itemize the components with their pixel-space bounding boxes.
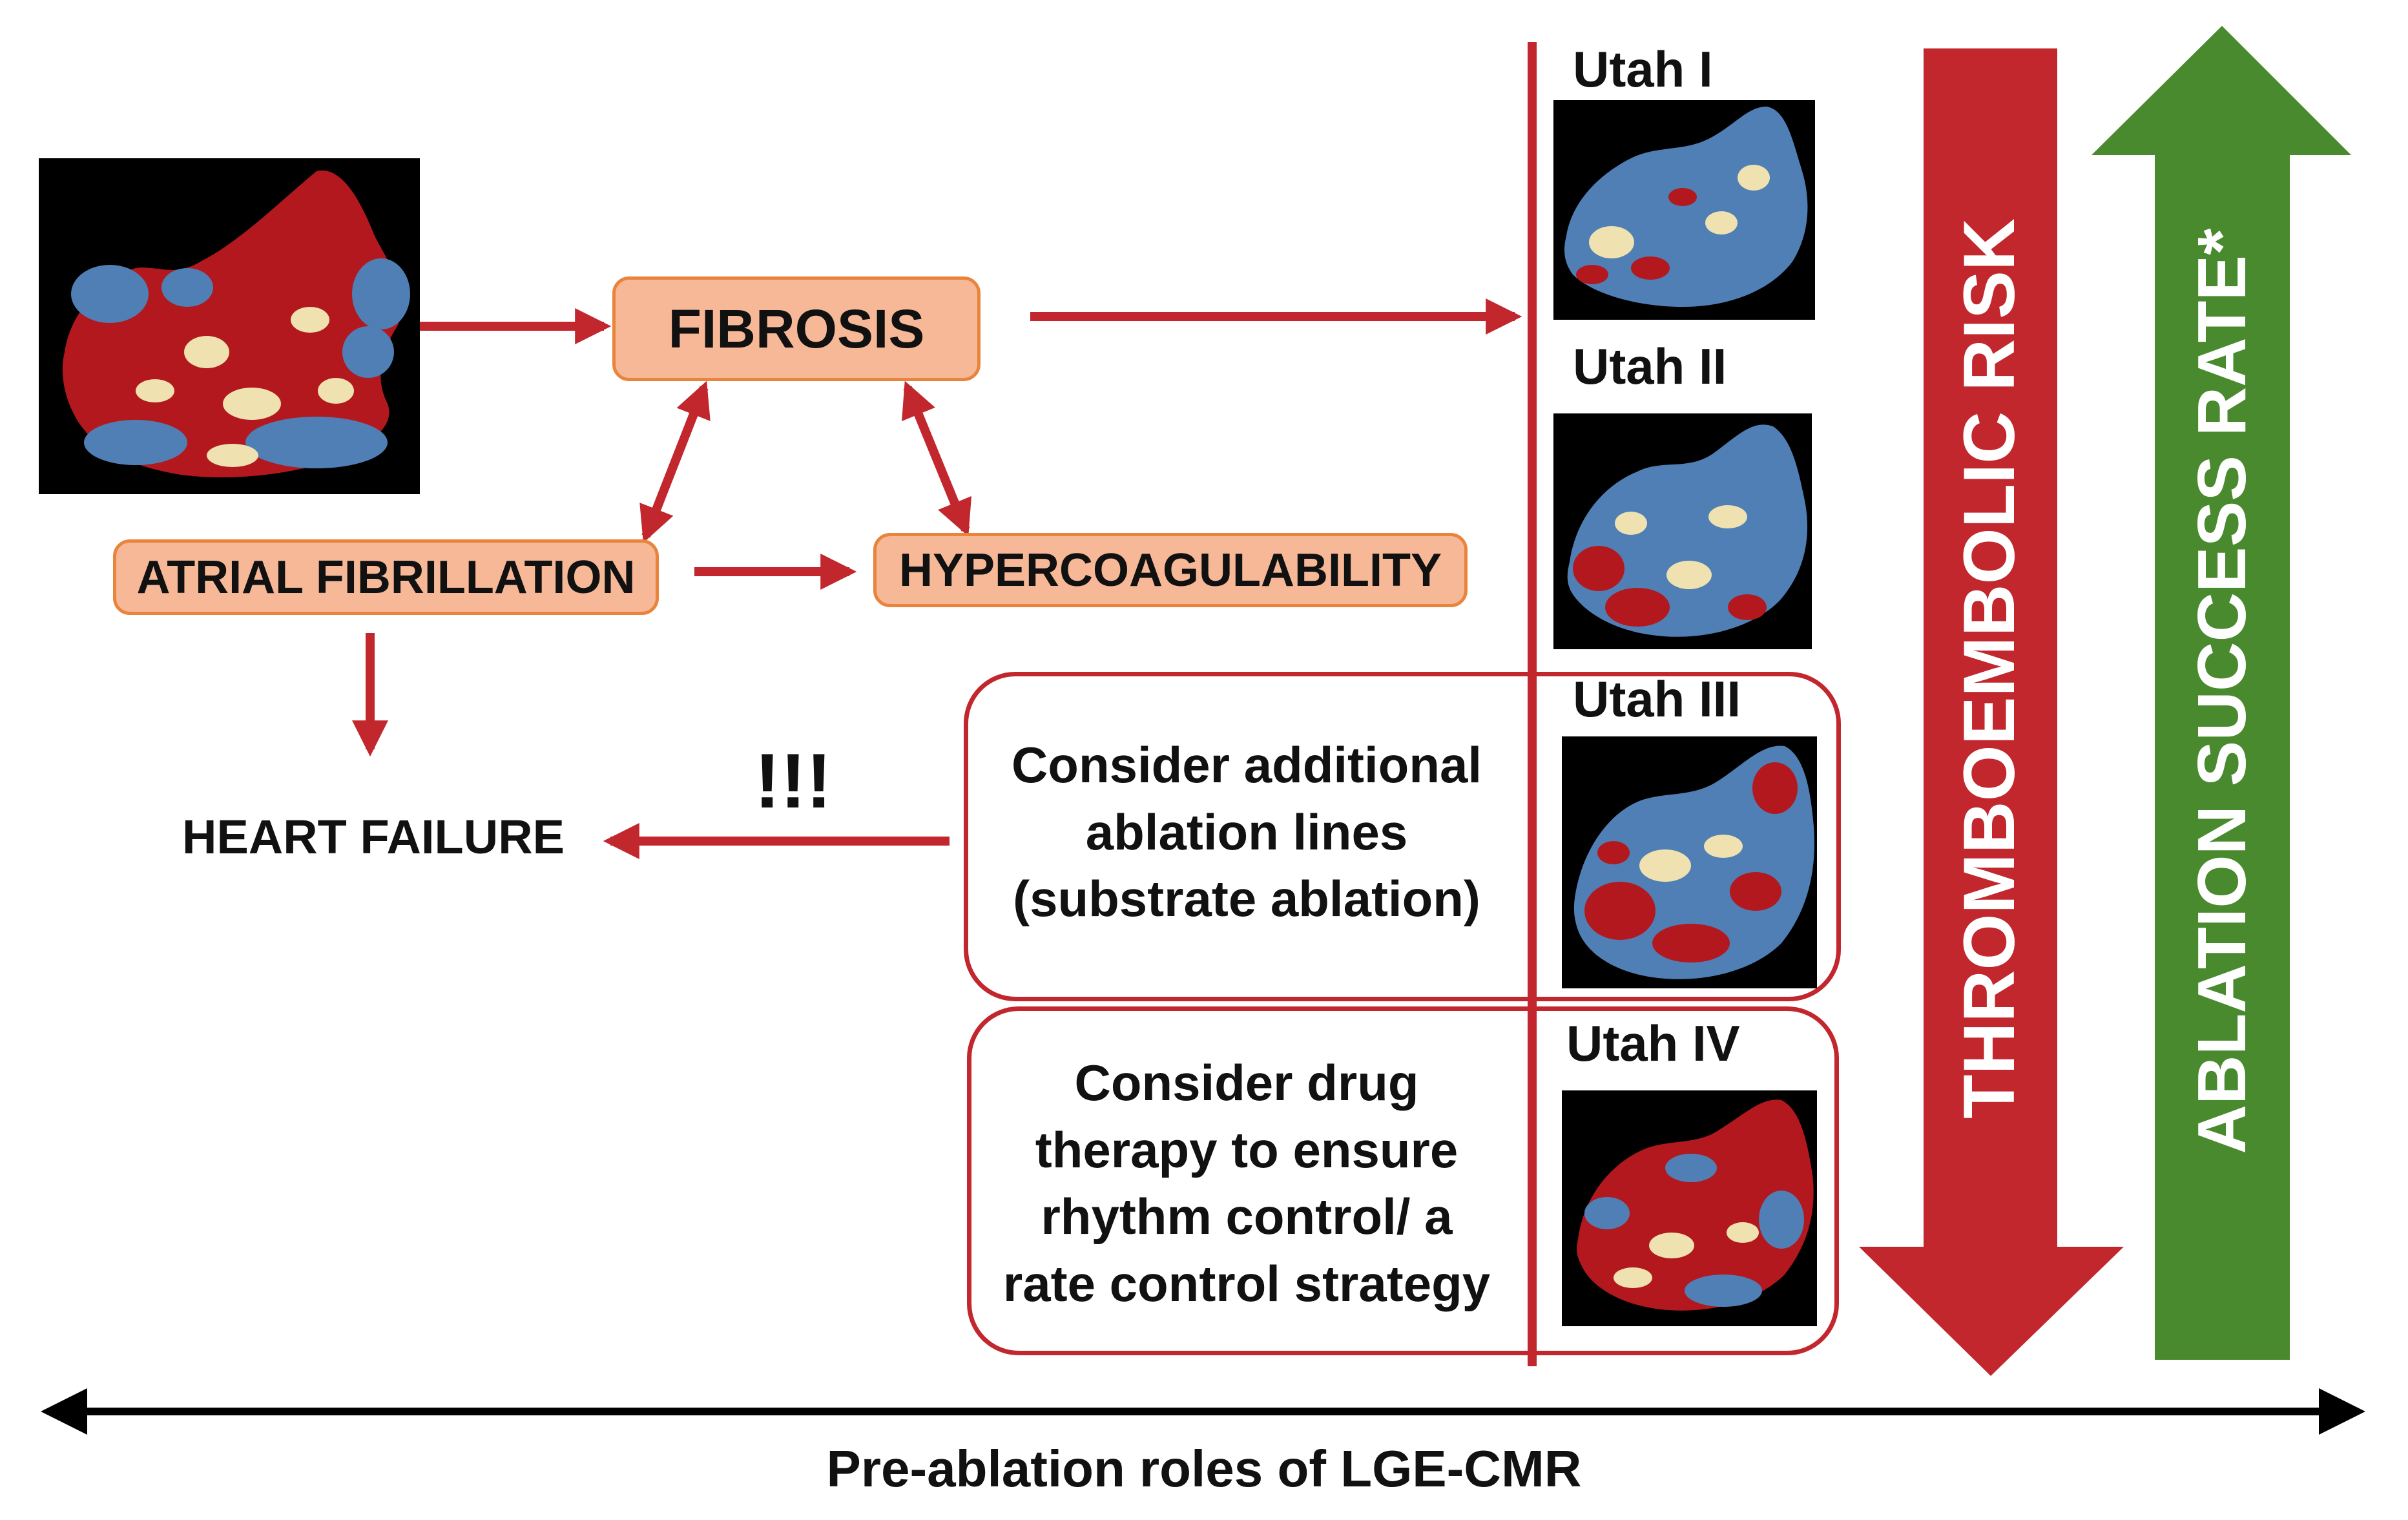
utah1-atrium-image <box>1553 100 1815 320</box>
atrial-fibrillation-label: ATRIAL FIBRILLATION <box>136 551 636 603</box>
utah4-recommendation-text: Consider drug therapy to ensure rhythm c… <box>975 1050 1518 1318</box>
fibrosis-label: FIBROSIS <box>668 298 925 359</box>
utah3-line-3: (substrate ablation) <box>1013 870 1480 928</box>
utah4-label: Utah IV <box>1566 1015 1740 1072</box>
left-atrium-fibrosis-image <box>39 158 420 494</box>
utah4-atrium-image <box>1562 1090 1817 1326</box>
fibrosis-box: FIBROSIS <box>612 276 981 381</box>
flow-arrows <box>352 298 1522 859</box>
ablation-success-arrow <box>2091 26 2351 1360</box>
arrow-fibrosis-hypercoag <box>902 380 971 537</box>
utah4-line-3: rhythm control/ a <box>1041 1188 1453 1245</box>
utah3-atrium-image <box>1562 736 1817 988</box>
utah1-label: Utah I <box>1573 41 1713 98</box>
atrial-fibrillation-box: ATRIAL FIBRILLATION <box>113 539 659 615</box>
utah2-atrium-image <box>1553 413 1812 649</box>
utah4-recommendation-frame <box>967 1006 1839 1355</box>
utah3-recommendation-frame <box>964 672 1841 1001</box>
thromboembolic-risk-arrow <box>1859 48 2124 1376</box>
arrow-af-fibrosis <box>639 380 711 543</box>
utah2-label: Utah II <box>1573 338 1727 395</box>
utah4-line-2: therapy to ensure <box>1035 1121 1458 1178</box>
utah3-line-2: ablation lines <box>1085 803 1408 860</box>
alert-exclamation: !!! <box>754 738 832 824</box>
hypercoagulability-box: HYPERCOAGULABILITY <box>873 533 1468 607</box>
utah4-line-4: rate control strategy <box>1002 1255 1491 1313</box>
utah4-line-1: Consider drug <box>1074 1054 1419 1111</box>
utah3-line-1: Consider additional <box>1011 736 1482 793</box>
utah3-label: Utah III <box>1573 671 1741 727</box>
ablation-success-label: ABLATION SUCCESS RATE* <box>2184 228 2260 1154</box>
heart-failure-label: HEART FAILURE <box>182 810 565 864</box>
axis-label: Pre-ablation roles of LGE-CMR <box>826 1440 1582 1497</box>
hypercoagulability-label: HYPERCOAGULABILITY <box>898 544 1442 596</box>
utah3-recommendation-text: Consider additional ablation lines (subs… <box>975 732 1518 933</box>
thromboembolic-risk-label: THROMBOEMBOLIC RISK <box>1949 218 2029 1119</box>
